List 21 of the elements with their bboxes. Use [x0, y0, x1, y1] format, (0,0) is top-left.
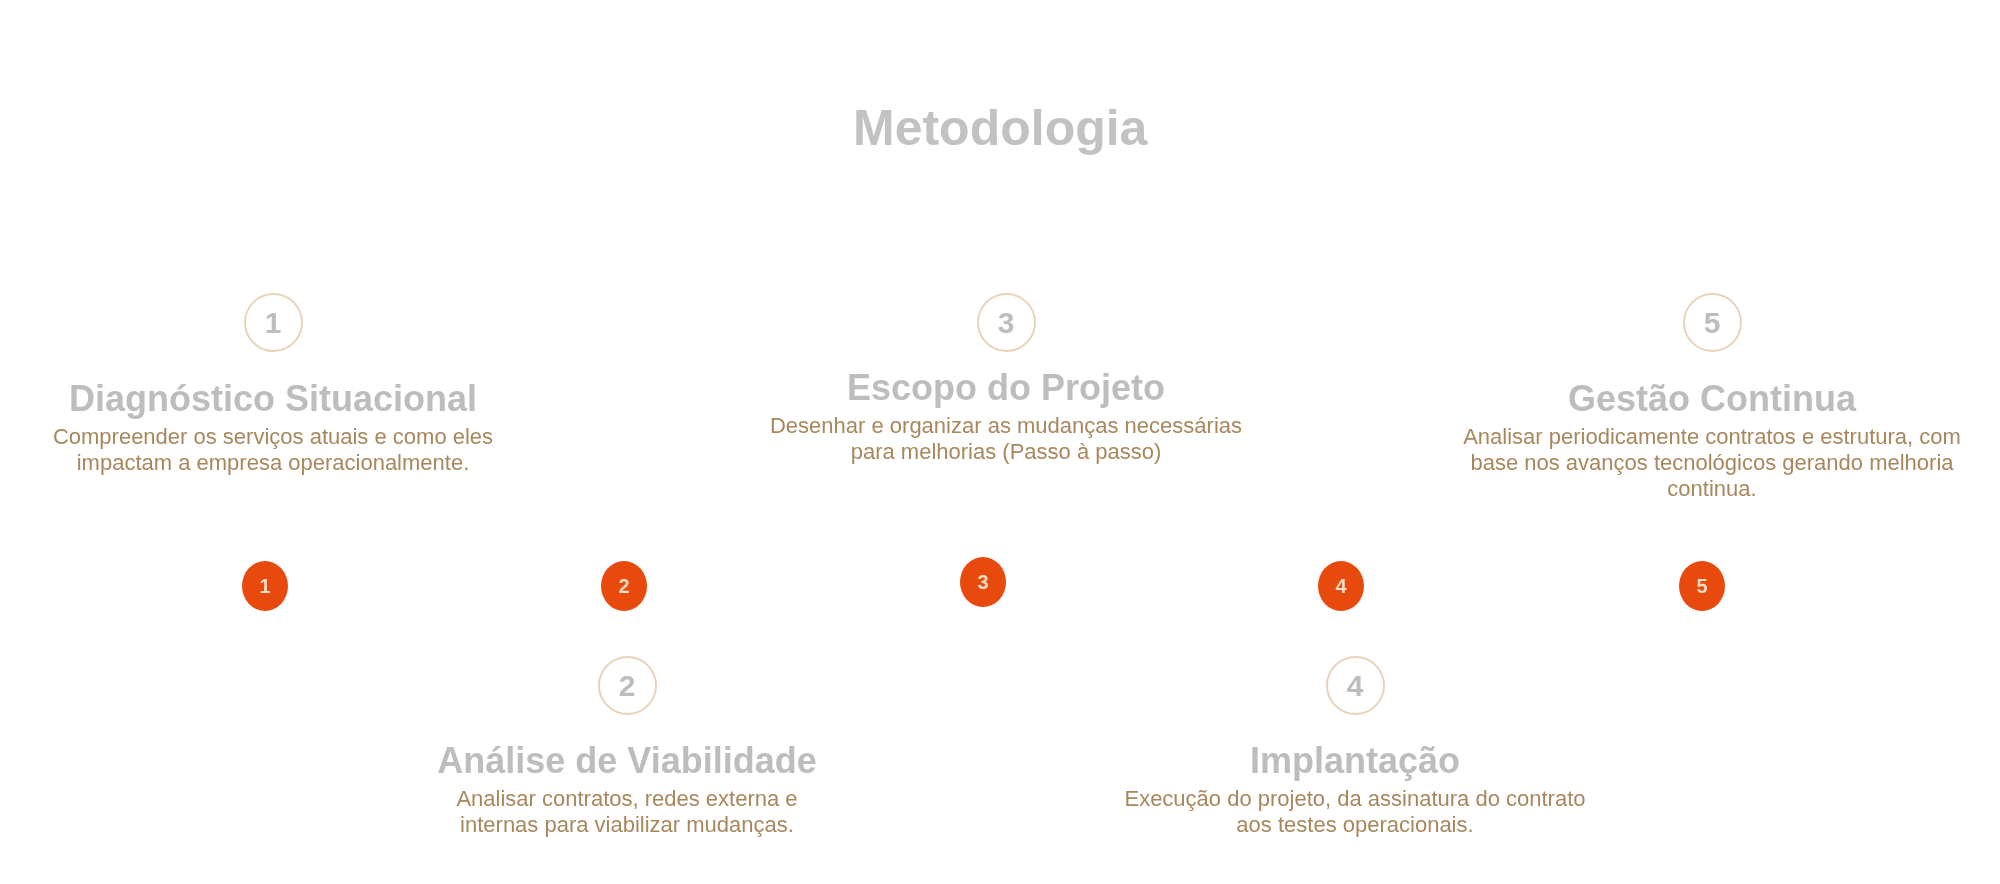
step-marker: 3 — [960, 557, 1006, 607]
step-description: Analisar periodicamente contratos e estrutura, com base nos avanços tecnológicos gerando melhoria continua. — [1462, 424, 1962, 502]
step-marker: 1 — [242, 561, 288, 611]
outlined-step-number: 2 — [597, 655, 657, 715]
outlined-step-number: 5 — [1682, 292, 1742, 352]
step-heading: Diagnóstico Situacional — [68, 378, 478, 420]
step-heading: Gestão Continua — [1568, 378, 1856, 420]
step-heading: Escopo do Projeto — [847, 367, 1165, 409]
step-marker: 2 — [601, 561, 647, 611]
outlined-step-number: 3 — [976, 292, 1036, 352]
step-marker: 5 — [1679, 561, 1725, 611]
title: Metodologia — [853, 99, 1148, 157]
step-heading: Implantação — [1249, 740, 1461, 782]
step-description: Compreender os serviços atuais e como eles impactam a empresa operacionalmente. — [51, 424, 495, 476]
step-marker: 4 — [1318, 561, 1364, 611]
step-description: Analisar contratos, redes externa e internas para viabilizar mudanças. — [455, 786, 799, 838]
step-description: Desenhar e organizar as mudanças necessárias para melhorias (Passo à passo) — [768, 413, 1243, 465]
outlined-step-number: 4 — [1325, 655, 1385, 715]
outlined-step-number: 1 — [243, 292, 303, 352]
step-heading: Análise de Viabilidade — [437, 740, 817, 782]
step-description: Execução do projeto, da assinatura do contrato aos testes operacionais. — [1123, 786, 1587, 838]
